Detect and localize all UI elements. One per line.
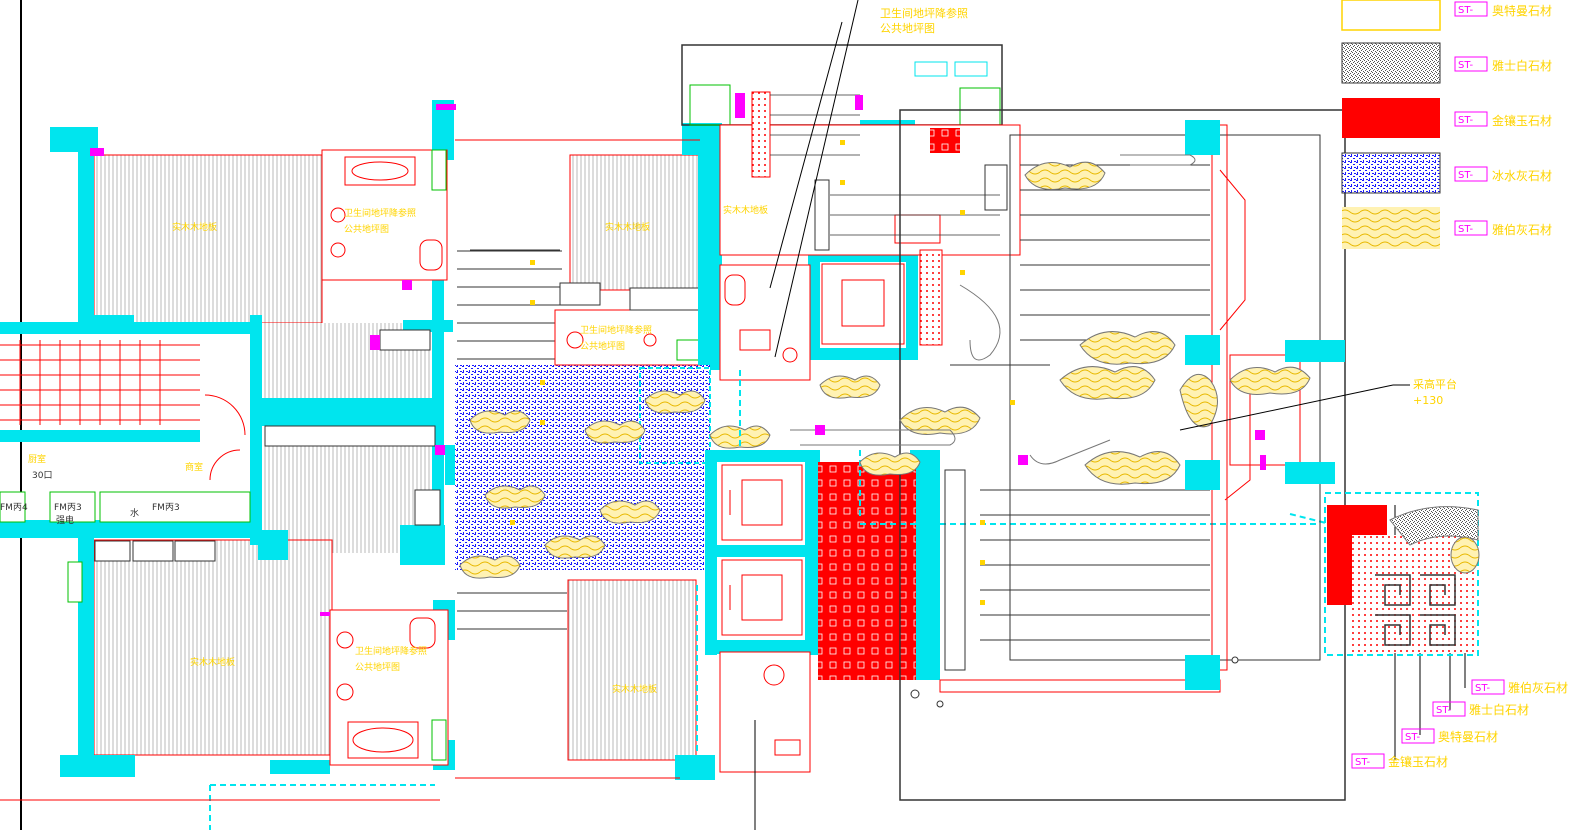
gold-cloud-motifs-blue bbox=[459, 390, 771, 579]
corridor-fm4: FM丙4 bbox=[0, 502, 28, 513]
room-c-floor bbox=[570, 155, 700, 290]
legend-code-5: ST- bbox=[1458, 224, 1474, 235]
bath-1-note-line-2: 公共地坪图 bbox=[344, 223, 389, 235]
room-a-label: 实木木地板 bbox=[172, 221, 217, 233]
corridor-fm3a: FM丙3 bbox=[54, 502, 82, 513]
legend-code-4: ST- bbox=[1458, 170, 1474, 181]
bath-3-note-line-2: 公共地坪图 bbox=[580, 340, 625, 352]
cyan-walls-right bbox=[1185, 120, 1345, 690]
wardrobes bbox=[94, 329, 441, 562]
legend-swatch-red bbox=[1342, 98, 1440, 138]
detail-legend-name-4: 金镶玉石材 bbox=[1388, 754, 1448, 769]
legend-code-3: ST- bbox=[1458, 115, 1474, 126]
legend-name-5: 雅伯灰石材 bbox=[1492, 222, 1552, 237]
detail-legend-name-1: 雅伯灰石材 bbox=[1508, 680, 1568, 695]
legend-name-4: 冰水灰石材 bbox=[1492, 169, 1552, 183]
legend-code-boxes bbox=[1351, 1, 1505, 769]
bath-2-tub bbox=[347, 721, 419, 759]
legend-name-3: 金镶玉石材 bbox=[1492, 113, 1552, 128]
gold-cloud-motifs-right bbox=[819, 161, 1311, 485]
elevator-3 bbox=[821, 263, 905, 345]
room-b-floor bbox=[94, 540, 332, 755]
detail-legend-name-2: 雅士白石材 bbox=[1469, 702, 1529, 717]
detail-legend-code-3: ST- bbox=[1405, 732, 1421, 743]
cyan-walls-middle bbox=[675, 120, 940, 780]
detail-legend-code-2: ST- bbox=[1436, 705, 1452, 716]
detail-inset-frame bbox=[1324, 492, 1479, 656]
cyan-walls-left bbox=[0, 100, 457, 777]
stair-hatch bbox=[0, 340, 200, 425]
legend-swatches bbox=[1341, 0, 1441, 249]
bath-3-note-line-1: 卫生间地坪降参照 bbox=[580, 324, 652, 336]
red-stone-block bbox=[818, 462, 916, 680]
legend-code-2: ST- bbox=[1458, 60, 1474, 71]
bath-2-note-line-1: 卫生间地坪降参照 bbox=[355, 645, 427, 657]
room-a-floor bbox=[94, 155, 322, 323]
corridor-water: 水 bbox=[130, 507, 139, 519]
bath-1-tub bbox=[344, 156, 416, 186]
small-boxes-green bbox=[0, 491, 251, 603]
bath-2-note-line-2: 公共地坪图 bbox=[355, 661, 400, 673]
platform-note-line-1: 采高平台 bbox=[1413, 377, 1457, 391]
legend-name-1: 奥特曼石材 bbox=[1492, 3, 1552, 18]
corridor-room-tag: 商室 bbox=[185, 461, 203, 473]
bath-4-outline bbox=[719, 264, 811, 381]
bath-1-note-line-1: 卫生间地坪降参照 bbox=[344, 207, 416, 219]
door-arc-1 bbox=[204, 394, 246, 436]
legend-code-1: ST- bbox=[1458, 5, 1474, 16]
legend-swatch-grey bbox=[1341, 42, 1441, 84]
greek-key-pattern bbox=[1375, 574, 1456, 646]
elevator-2 bbox=[721, 559, 803, 636]
dashed-cyan-lines bbox=[209, 370, 1331, 830]
detail-legend-code-4: ST- bbox=[1355, 757, 1371, 768]
kitchen-hatch bbox=[770, 94, 1000, 236]
magenta-marks-left bbox=[90, 104, 456, 616]
legend-name-2: 雅士白石材 bbox=[1492, 58, 1552, 73]
corridor-fm3b: FM丙3 bbox=[152, 502, 180, 513]
detail-legend-name-3: 奥特曼石材 bbox=[1438, 729, 1498, 744]
room-e-label: 实木木地板 bbox=[723, 204, 768, 216]
elevator-1 bbox=[721, 464, 803, 541]
corridor-kitchen-sub: 30口 bbox=[32, 471, 52, 481]
planks-mid-top bbox=[457, 240, 562, 365]
yellow-markers bbox=[510, 140, 1015, 605]
room-b-label: 实木木地板 bbox=[190, 656, 235, 668]
corridor-fm3a-sub: 强电 bbox=[56, 514, 74, 526]
platform-note-line-2: +130 bbox=[1413, 394, 1443, 407]
detail-legend-code-1: ST- bbox=[1475, 683, 1491, 694]
legend-swatch-outline bbox=[1341, 0, 1441, 31]
bath-3-outline bbox=[554, 309, 701, 366]
bath-5-outline bbox=[719, 651, 811, 773]
winding-path bbox=[790, 154, 1196, 465]
legend-swatch-blue bbox=[1341, 152, 1441, 194]
room-d-floor bbox=[568, 580, 696, 760]
legend-swatch-gold bbox=[1342, 207, 1440, 249]
room-c-label: 实木木地板 bbox=[605, 221, 650, 233]
room-d-label: 实木木地板 bbox=[612, 683, 657, 695]
planks-mid-bottom bbox=[457, 580, 567, 640]
magenta-marks-right bbox=[735, 93, 1266, 470]
corridor-kitchen-tag: 厨室 bbox=[28, 453, 46, 465]
door-arc-2 bbox=[209, 449, 241, 481]
top-note-line-1: 卫生间地坪降参照 bbox=[880, 6, 968, 20]
top-note-line-2: 公共地坪图 bbox=[880, 22, 935, 35]
